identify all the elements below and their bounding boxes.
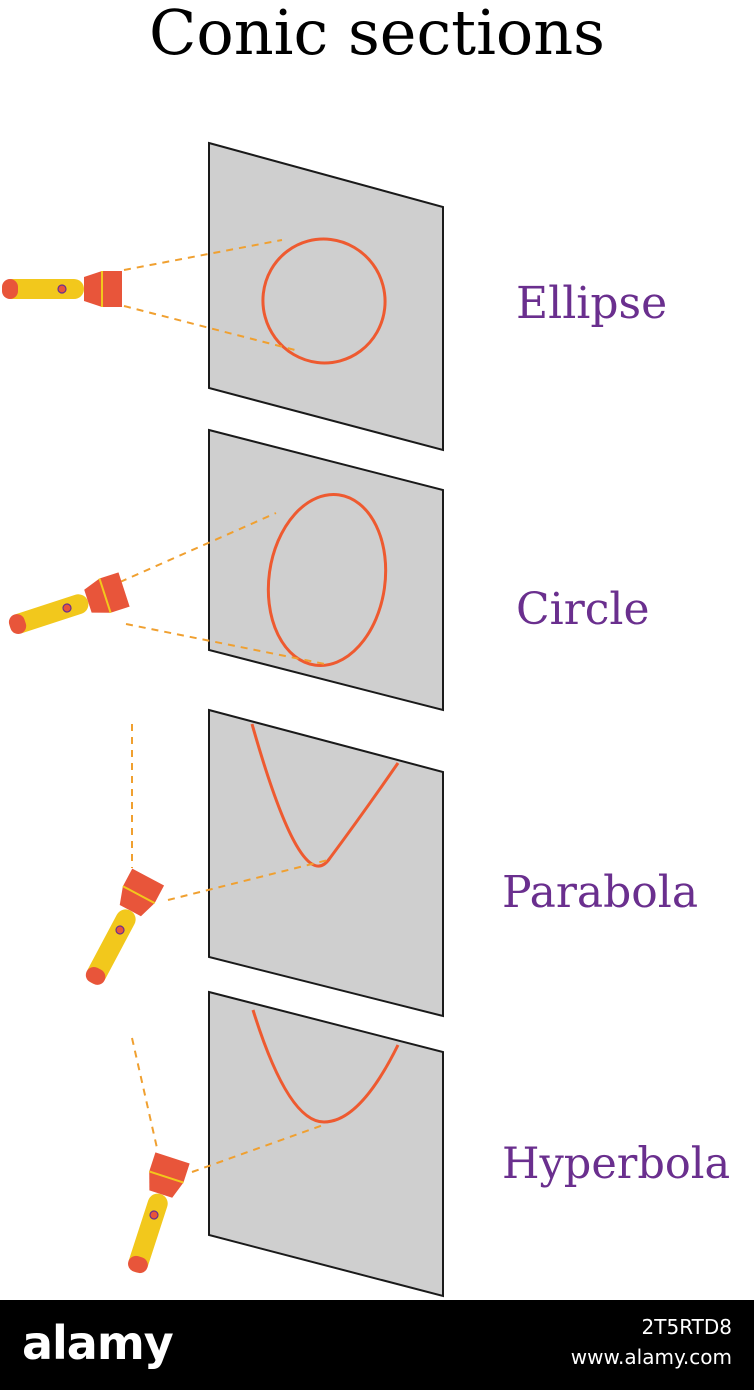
- light-beam: [123, 305, 296, 351]
- flashlight-icon: [8, 572, 130, 634]
- page-title: Conic sections: [148, 0, 605, 69]
- flashlight-icon: [128, 1152, 190, 1274]
- parabola-curve: [250, 723, 400, 868]
- circle-curve: [266, 492, 388, 668]
- light-beam: [167, 859, 329, 901]
- watermark-footer: alamy 2T5RTD8 www.alamy.com: [0, 1300, 754, 1390]
- panel-parabola: [85, 708, 444, 1018]
- panel-hyperbola: [128, 990, 444, 1298]
- plane: [208, 428, 444, 712]
- diagram: Conic sections: [2, 0, 731, 1298]
- footer-url: www.alamy.com: [570, 1345, 732, 1369]
- plane: [208, 141, 444, 452]
- light-beam: [123, 239, 283, 271]
- footer-image-id: 2T5RTD8: [641, 1315, 732, 1339]
- diagram-canvas: [2, 141, 444, 1298]
- light-beam: [191, 1123, 327, 1173]
- panel-circle: [8, 428, 444, 712]
- footer-logo: alamy: [22, 1316, 174, 1370]
- light-beam: [131, 1037, 158, 1149]
- footer-info: 2T5RTD8 www.alamy.com: [571, 1312, 732, 1372]
- hyperbola-curve: [251, 1009, 400, 1124]
- light-beam: [119, 512, 277, 583]
- label-ellipse: Ellipse: [516, 278, 668, 329]
- panel-ellipse: [2, 141, 444, 452]
- label-parabola: Parabola: [502, 867, 699, 918]
- flashlight-icon: [85, 868, 165, 985]
- plane: [208, 990, 444, 1298]
- label-hyperbola: Hyperbola: [502, 1139, 731, 1189]
- label-circle: Circle: [516, 584, 650, 635]
- light-beam: [125, 623, 331, 666]
- flashlight-icon: [2, 271, 122, 307]
- ellipse-curve: [261, 237, 387, 365]
